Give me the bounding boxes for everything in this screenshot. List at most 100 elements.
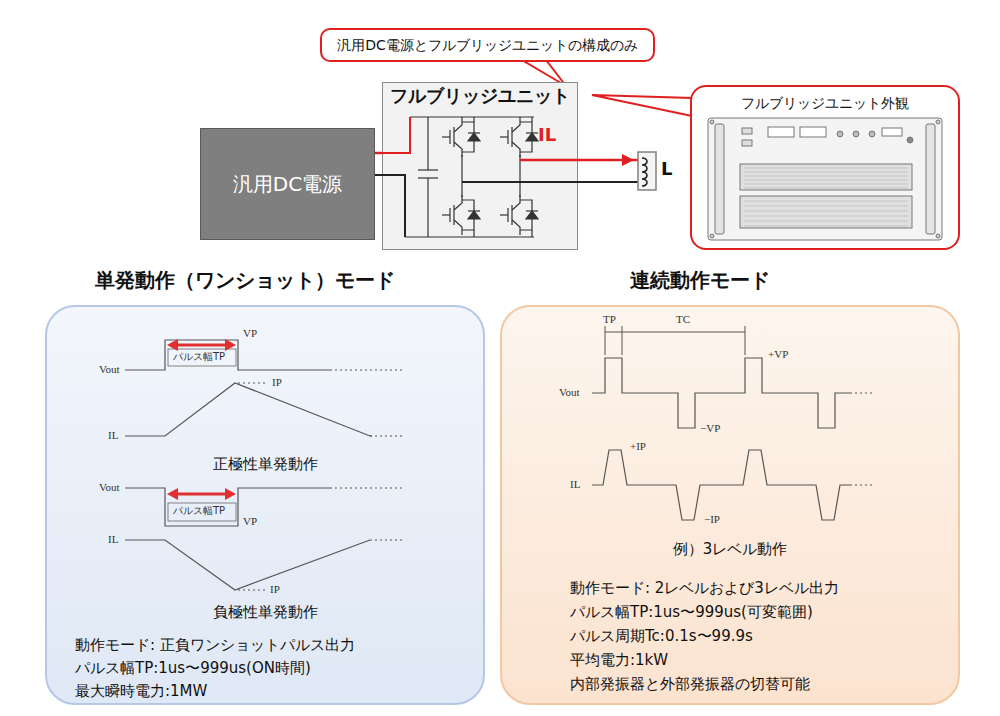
bridge-unit-box: フルブリッジユニット [382, 82, 578, 250]
output-wire [575, 154, 642, 182]
period-bracket [605, 332, 622, 333]
waveform [125, 340, 405, 590]
front-panel [936, 234, 940, 238]
output-wire [622, 154, 634, 166]
power-supply-box: 汎用DC電源 [200, 128, 375, 240]
spec-line: パルス周期Tc:0.1s〜99.9s [570, 627, 753, 645]
igbt-symbol [442, 117, 480, 157]
front-panel [708, 118, 942, 240]
bus-bar [418, 169, 438, 170]
igbt-symbol [442, 117, 538, 235]
inner-wire [462, 181, 578, 183]
oneshot-panel: 単発動作（ワンショット）モード動作モード: 正負ワンショットパルス出力パルス幅T… [45, 305, 485, 705]
spec-line: 動作モード: 正負ワンショットパルス出力 [75, 636, 355, 654]
node-title: 単発動作（ワンショット）モード [95, 268, 395, 292]
waveform [125, 340, 330, 370]
bus-bar [531, 230, 532, 237]
width-arrow [167, 339, 178, 351]
bridge-circuit [382, 82, 578, 250]
appearance-callout: フルブリッジユニット外観 [690, 85, 960, 250]
front-panel [869, 131, 875, 137]
front-panel [837, 131, 843, 137]
waveform [330, 369, 405, 370]
front-panel [740, 164, 912, 190]
inner-wire [382, 175, 405, 237]
bus-bar [531, 117, 532, 122]
front-panel [926, 124, 935, 234]
waveform [168, 503, 236, 521]
front-panel [742, 140, 752, 146]
inductor-symbol [638, 152, 656, 190]
front-panel [742, 128, 752, 134]
node-title: フルブリッジユニット外観 [741, 95, 909, 112]
front-panel [800, 127, 826, 137]
display-line [744, 226, 908, 227]
waveform [125, 540, 370, 590]
callout-box: 汎用DC電源とフルブリッジユニットの構成のみ [320, 28, 655, 62]
front-panel [710, 234, 714, 238]
waveform [125, 488, 330, 526]
output-wire [575, 181, 642, 183]
display-line [744, 221, 908, 222]
display-line [744, 216, 908, 217]
igbt-symbol [500, 195, 538, 235]
display-line [744, 211, 908, 212]
bus-bar [427, 178, 428, 237]
width-arrow [225, 339, 236, 351]
front-panel [936, 120, 940, 124]
width-arrow [176, 344, 227, 347]
spec-line: 最大瞬時電力:1MW [75, 682, 207, 700]
front-panel [710, 120, 714, 124]
display-line [744, 188, 908, 189]
power-wire [375, 152, 382, 155]
width-arrow [167, 488, 178, 500]
inductor-symbol [638, 152, 656, 190]
display-line [744, 176, 908, 177]
front-panel [740, 196, 912, 228]
inductor-symbol [642, 158, 647, 186]
display-line [744, 206, 908, 207]
period-bracket [622, 326, 623, 355]
bus-bar [519, 155, 520, 197]
bus-bar [461, 155, 462, 197]
bus-bar [473, 117, 474, 122]
waveform [592, 358, 875, 520]
display-line [744, 168, 908, 226]
display-line [744, 180, 908, 181]
front-panel [907, 137, 913, 143]
continuous-waveform [500, 305, 960, 705]
display-line [744, 168, 908, 169]
waveform [238, 382, 268, 383]
spec-line: パルス幅TP:1us〜999us(可変範囲) [570, 603, 813, 621]
waveform [370, 539, 405, 540]
callout-tail [592, 95, 692, 116]
front-panel [708, 118, 942, 240]
inductor-label: L [661, 158, 672, 180]
display-line [744, 172, 908, 173]
igbt-symbol [442, 195, 480, 235]
igbt-symbol [500, 117, 538, 157]
continuous-panel: 連続動作モード動作モード: 2レベルおよび3レベル出力パルス幅TP:1us〜99… [500, 305, 960, 705]
display-line [744, 184, 908, 185]
waveform [850, 484, 875, 485]
front-panel [768, 127, 794, 137]
waveform [592, 358, 850, 428]
bus-bar [427, 117, 428, 170]
bus-bar [473, 230, 474, 237]
width-arrow [167, 339, 236, 500]
front-panel [853, 131, 859, 137]
node-title: 汎用DC電源 [233, 172, 342, 196]
waveform [370, 435, 405, 436]
node-title: フルブリッジユニット [390, 85, 570, 107]
inner-wire [382, 117, 578, 237]
waveform [125, 383, 372, 436]
front-panel [882, 128, 902, 136]
waveform [238, 589, 266, 590]
spec-line: 動作モード: 2レベルおよび3レベル出力 [570, 579, 839, 597]
waveform [168, 349, 236, 366]
period-bracket [745, 326, 746, 355]
node-title: 汎用DC電源とフルブリッジユニットの構成のみ [337, 37, 638, 54]
period-bracket [605, 326, 606, 355]
